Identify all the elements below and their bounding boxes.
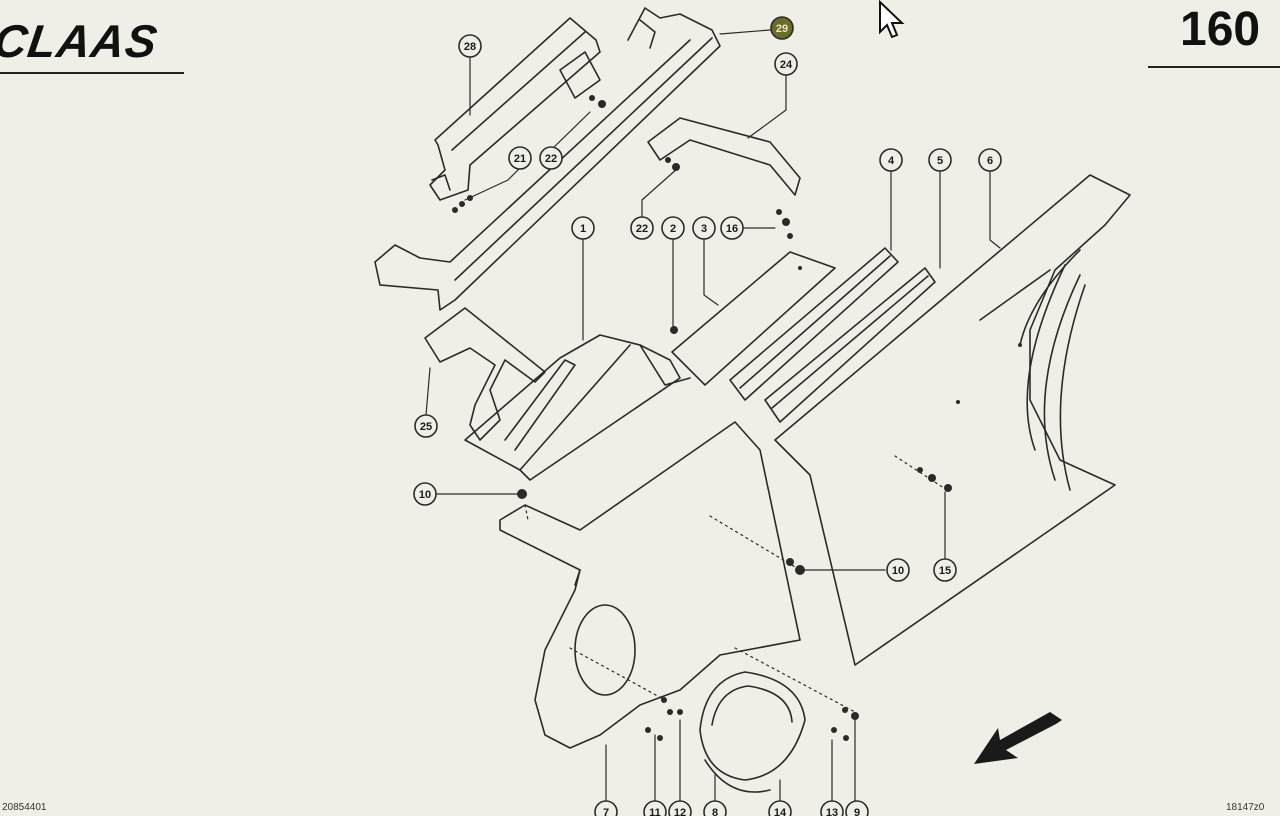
page-number: 160 [1180,3,1261,56]
callout-3: 3 [692,216,716,240]
page-number-underline [1148,66,1280,68]
logo-underline [0,72,184,74]
callout-label: 10 [419,489,431,501]
callout-1: 1 [571,216,595,240]
callout-label: 8 [712,807,718,816]
callout-label: 2 [670,223,676,235]
callout-2: 2 [661,216,685,240]
callout-label: 9 [854,807,860,816]
callout-label: 14 [774,807,787,816]
callout-5: 5 [928,148,952,172]
callout-14: 14 [768,800,792,816]
part-7-housing [499,421,801,749]
callout-4: 4 [879,148,903,172]
callout-label: 28 [464,41,476,53]
callout-label: 7 [603,807,609,816]
part-6-side-panel [774,174,1131,666]
callout-15: 15 [933,558,957,582]
callout-6: 6 [978,148,1002,172]
callout-label: 13 [826,807,838,816]
callout-21: 21 [508,146,532,170]
callout-label: 29 [776,23,788,35]
callout-label: 1 [580,223,586,235]
callout-7: 7 [594,800,618,816]
callout-10: 10 [886,558,910,582]
part-3-plate [671,251,836,386]
callout-22: 22 [539,146,563,170]
part-8-shroud [699,671,806,793]
callout-label: 16 [726,223,738,235]
callout-29: 29 [770,16,794,40]
part-28-bracket [429,17,601,201]
callout-13: 13 [820,800,844,816]
callout-label: 22 [545,153,557,165]
callout-label: 15 [939,565,951,577]
callout-10: 10 [413,482,437,506]
mouse-pointer-icon [876,0,910,49]
callout-label: 11 [649,807,661,816]
callout-8: 8 [703,800,727,816]
callout-label: 21 [514,153,526,165]
part-25-bracket [424,307,546,441]
part-4-strip [729,247,899,401]
footer-figure-code: 18147z0 [1226,802,1265,813]
part-1-chute [464,334,691,481]
callout-label: 4 [888,155,895,167]
callout-label: 25 [420,421,432,433]
callout-24: 24 [774,52,798,76]
callout-label: 5 [937,155,943,167]
callout-label: 10 [892,565,904,577]
callout-12: 12 [668,800,692,816]
callout-25: 25 [414,414,438,438]
footer-document-code: 20854401 [2,802,47,813]
callout-label: 3 [701,223,707,235]
part-5-strip [764,267,936,423]
part-24-strap [647,117,801,196]
callout-label: 12 [674,807,686,816]
callout-22: 22 [630,216,654,240]
callout-label: 24 [780,59,793,71]
callout-label: 6 [987,155,993,167]
callout-16: 16 [720,216,744,240]
arrow-down-left-icon [974,712,1062,764]
callout-11: 11 [643,800,667,816]
callout-9: 9 [845,800,869,816]
part-29-rail [374,7,721,311]
callout-28: 28 [458,34,482,58]
callout-label: 22 [636,223,648,235]
